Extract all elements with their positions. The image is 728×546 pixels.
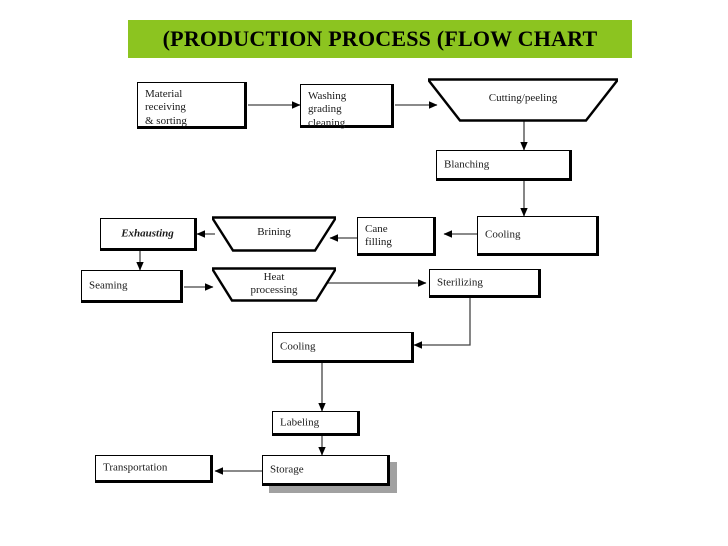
- node-cooling-2[interactable]: Cooling: [272, 332, 414, 363]
- page-title-banner: (PRODUCTION PROCESS (FLOW CHART: [128, 20, 632, 58]
- node-labeling-label: Labeling: [280, 415, 320, 428]
- node-seaming[interactable]: Seaming: [81, 270, 183, 303]
- edge-sterilizing-to-cooling2: [413, 297, 471, 349]
- node-storage-label: Storage: [270, 462, 304, 475]
- node-cooling-1-label: Cooling: [485, 228, 521, 241]
- node-cutting-peeling[interactable]: Cutting/peeling: [428, 78, 618, 122]
- node-exhausting-label: Exhausting: [121, 226, 174, 239]
- node-transportation-label: Transportation: [103, 461, 168, 474]
- node-cane-filling-label: Cane filling: [365, 223, 392, 249]
- node-transportation[interactable]: Transportation: [95, 455, 213, 483]
- node-heat-processing-label: Heat processing: [250, 270, 298, 296]
- node-exhausting[interactable]: Exhausting: [100, 218, 197, 251]
- trapezoid-shape: [212, 267, 336, 302]
- node-brining[interactable]: Brining: [212, 216, 336, 252]
- node-labeling[interactable]: Labeling: [272, 411, 360, 436]
- node-material-receiving[interactable]: Material receiving & sorting: [137, 82, 247, 129]
- node-material-receiving-label: Material receiving & sorting: [145, 88, 187, 127]
- node-cutting-peeling-label: Cutting/peeling: [488, 91, 558, 104]
- node-blanching-label: Blanching: [444, 157, 490, 170]
- node-washing-grading-cleaning[interactable]: Washing grading cleaning: [300, 84, 394, 129]
- node-seaming-label: Seaming: [89, 278, 128, 291]
- node-storage[interactable]: Storage: [262, 455, 390, 486]
- node-sterilizing-label: Sterilizing: [437, 275, 483, 288]
- node-cooling-1[interactable]: Cooling: [477, 216, 599, 256]
- node-sterilizing[interactable]: Sterilizing: [429, 269, 541, 298]
- trapezoid-shape: [428, 78, 618, 122]
- node-brining-label: Brining: [257, 225, 291, 238]
- trapezoid-shape: [212, 216, 336, 252]
- node-blanching[interactable]: Blanching: [436, 150, 572, 181]
- node-cooling-2-label: Cooling: [280, 339, 316, 352]
- node-heat-processing[interactable]: Heat processing: [212, 267, 336, 302]
- node-washing-grading-cleaning-label: Washing grading cleaning: [308, 90, 347, 129]
- page-title: (PRODUCTION PROCESS (FLOW CHART: [162, 26, 598, 51]
- node-cane-filling[interactable]: Cane filling: [357, 217, 436, 256]
